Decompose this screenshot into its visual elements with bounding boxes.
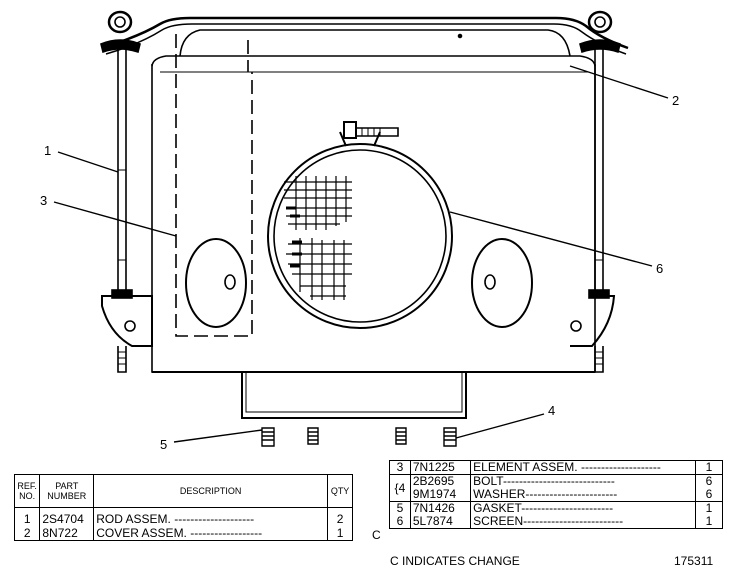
row-qty: 2 <box>327 507 353 526</box>
row-qty: 1 <box>694 460 724 475</box>
element-outline-dashed <box>175 34 253 337</box>
row-qty: 1 <box>694 515 724 529</box>
row-ref: 2 <box>13 526 41 541</box>
callout-4: 4 <box>548 403 556 418</box>
table-row: 6 5L7874 SCREEN-------------------------… <box>389 515 724 529</box>
row-qty: 6 <box>694 474 724 488</box>
rod-left <box>117 48 127 296</box>
row-part: 2B2695 <box>409 474 472 488</box>
housing-body <box>151 64 596 373</box>
bracket-right <box>570 289 616 373</box>
header-qty: QTY <box>327 474 353 508</box>
callout-5: 5 <box>160 437 168 452</box>
row-ref: 5 <box>389 501 411 515</box>
oval-right <box>471 238 533 328</box>
row-part: 7N1426 <box>409 501 472 515</box>
leader-lines <box>53 65 669 443</box>
table-row: 1 2S4704 ROD ASSEM. --------------------… <box>13 507 353 526</box>
lower-flange <box>241 372 467 419</box>
callout-2: 2 <box>672 93 680 108</box>
header-description: DESCRIPTION <box>93 474 329 508</box>
row-description: BOLT---------------------------- <box>470 474 696 488</box>
header-ref: REF. NO. <box>13 474 41 508</box>
row-part: 8N722 <box>39 526 95 541</box>
callout-6: 6 <box>656 261 664 276</box>
oval-left <box>185 238 247 328</box>
header-part-number: PART NUMBER <box>39 474 95 508</box>
row-ref: {4 <box>389 474 411 502</box>
row-description: WASHER----------------------- <box>470 488 696 502</box>
parts-table-right: 3 7N1225 ELEMENT ASSEM. ----------------… <box>389 460 724 529</box>
bracket-left <box>101 289 153 373</box>
row-ref: 3 <box>389 460 411 475</box>
row-description: COVER ASSEM. ------------------ <box>93 526 329 541</box>
row-part: 2S4704 <box>39 507 95 526</box>
row-qty: 6 <box>694 488 724 502</box>
change-mark: C <box>372 528 381 542</box>
row-ref: 1 <box>13 507 41 526</box>
eye-bolt-left <box>100 10 141 54</box>
rod-right <box>594 48 604 296</box>
row-description: GASKET----------------------- <box>470 501 696 515</box>
clamp-strap <box>101 16 629 50</box>
table-row: 9M1974 WASHER----------------------- 6 <box>390 488 724 502</box>
cover-top <box>151 55 596 67</box>
cover-rim <box>179 29 571 57</box>
row-part: 9M1974 <box>409 488 472 502</box>
callout-1: 1 <box>44 143 52 158</box>
eye-bolt-right <box>579 10 621 54</box>
table-row: 5 7N1426 GASKET----------------------- 1 <box>389 501 724 515</box>
change-legend: C INDICATES CHANGE <box>390 554 520 568</box>
bolts <box>261 427 457 447</box>
row-description: ROD ASSEM. -------------------- <box>93 507 329 526</box>
callout-3: 3 <box>40 193 48 208</box>
parts-table-left: REF. NO. PART NUMBER DESCRIPTION QTY 1 2… <box>13 474 353 541</box>
drawing-number: 175311 <box>674 554 714 568</box>
row-part: 7N1225 <box>409 460 472 475</box>
row-description: ELEMENT ASSEM. -------------------- <box>470 460 696 475</box>
table-row: 2 8N722 COVER ASSEM. ------------------ … <box>13 526 353 541</box>
row-qty: 1 <box>694 501 724 515</box>
table-row: 3 7N1225 ELEMENT ASSEM. ----------------… <box>389 460 724 475</box>
table-header-row: REF. NO. PART NUMBER DESCRIPTION QTY <box>13 474 353 508</box>
row-description: SCREEN------------------------- <box>470 515 696 529</box>
screen-circle <box>267 121 453 329</box>
row-part: 5L7874 <box>409 515 472 529</box>
row-qty: 1 <box>327 526 353 541</box>
table-row: {4 2B2695 BOLT--------------------------… <box>389 474 724 502</box>
row-ref: 6 <box>389 515 411 529</box>
